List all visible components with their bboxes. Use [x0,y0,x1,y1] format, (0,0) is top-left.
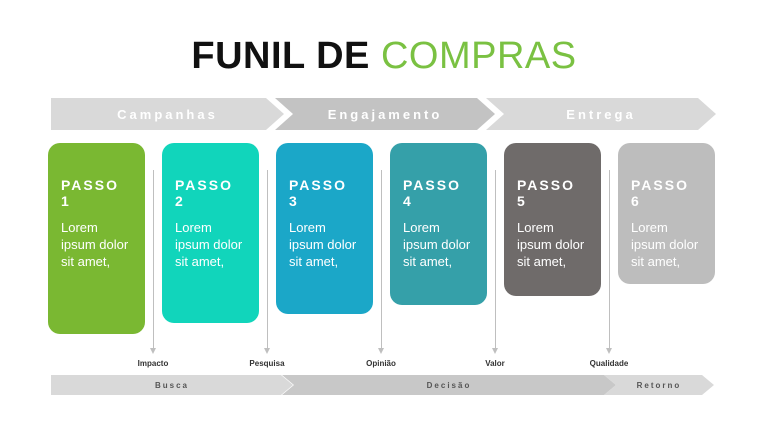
stage-entrega: Entrega [486,98,716,130]
bottom-stage-busca: Busca [51,375,293,395]
step-text: Lorem ipsum dolor sit amet, [631,220,699,269]
stage-campanhas: Campanhas [51,98,284,130]
stage-label: Engajamento [327,106,443,122]
step-title: PASSO 5 [517,177,575,209]
stage-label: Entrega [566,106,636,122]
step-title: PASSO 4 [403,177,461,209]
step-card-4: PASSO 4 Lorem ipsum dolor sit amet, [390,143,487,305]
step-text: Lorem ipsum dolor sit amet, [403,220,471,269]
bottom-stage-label: Retorno [636,380,682,390]
title-part-2: COMPRAS [380,35,577,77]
milestone-pesquisa: Pesquisa [249,359,285,368]
bottom-stage-label: Busca [154,380,189,390]
connector-arrow-1 [150,170,156,354]
connector-arrow-5 [606,170,612,354]
stage-engajamento: Engajamento [275,98,495,130]
step-text: Lorem ipsum dolor sit amet, [289,220,357,269]
step-card-3: PASSO 3 Lorem ipsum dolor sit amet, [276,143,373,314]
milestone-valor: Valor [485,359,505,368]
connector-arrow-4 [492,170,498,354]
step-title: PASSO 6 [631,177,689,209]
step-title: PASSO 1 [61,177,119,209]
milestone-impacto: Impacto [137,359,169,368]
bottom-stage-retorno: Retorno [604,375,714,395]
step-card-5: PASSO 5 Lorem ipsum dolor sit amet, [504,143,601,296]
step-card-2: PASSO 2 Lorem ipsum dolor sit amet, [162,143,259,323]
step-text: Lorem ipsum dolor sit amet, [61,220,129,269]
milestone-opiniao: Opinião [366,359,396,368]
title-part-1: FUNIL DE [191,35,370,77]
milestone-qualidade: Qualidade [589,359,629,368]
connector-arrow-3 [378,170,384,354]
step-card-1: PASSO 1 Lorem ipsum dolor sit amet, [48,143,145,334]
step-text: Lorem ipsum dolor sit amet, [517,220,585,269]
step-title: PASSO 3 [289,177,347,209]
connector-arrow-2 [264,170,270,354]
bottom-stage-label: Decisão [426,380,472,390]
bottom-stage-decisao: Decisão [282,375,616,395]
stage-label: Campanhas [117,106,218,122]
step-card-6: PASSO 6 Lorem ipsum dolor sit amet, [618,143,715,284]
step-text: Lorem ipsum dolor sit amet, [175,220,243,269]
page-title: FUNIL DE COMPRAS [0,34,768,78]
step-title: PASSO 2 [175,177,233,209]
